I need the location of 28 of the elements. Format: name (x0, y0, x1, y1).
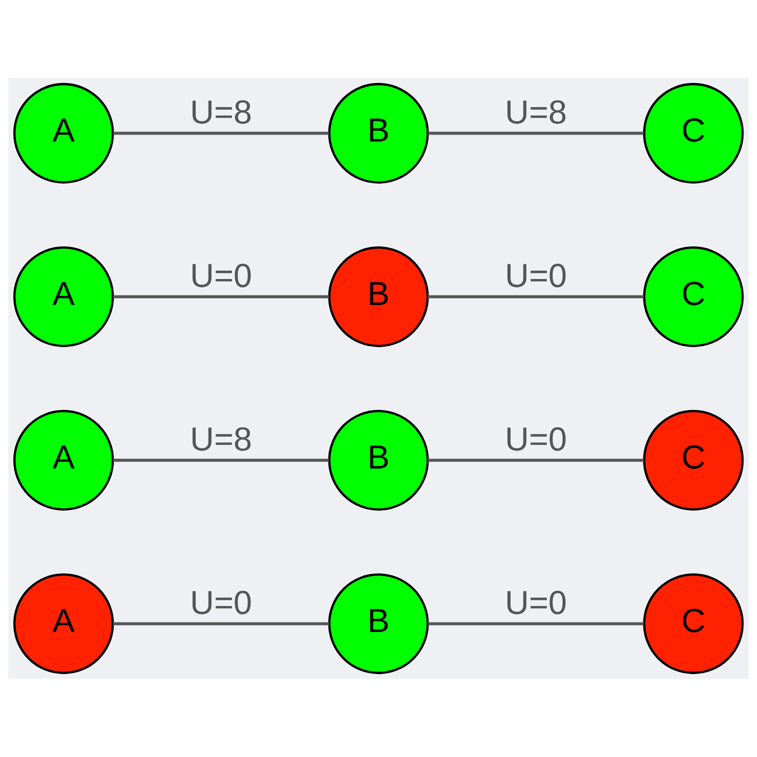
node-circle: A (13, 410, 114, 511)
connector (428, 132, 644, 135)
edge-label: U=8 (190, 94, 252, 132)
node-circle: B (328, 410, 429, 511)
edge-label: U=0 (190, 258, 252, 296)
edge-label: U=0 (504, 258, 567, 296)
connector (428, 458, 644, 462)
connector (113, 622, 329, 626)
node-circle: A (13, 246, 114, 348)
connector (113, 295, 329, 298)
connector (113, 458, 329, 462)
edge-label: U=0 (504, 585, 567, 622)
node-circle: C (643, 82, 744, 184)
node-circle: B (328, 82, 429, 184)
edge-label: U=8 (190, 422, 252, 459)
connector (428, 295, 644, 298)
connector (428, 622, 644, 626)
node-circle: A (13, 573, 114, 674)
node-circle: C (643, 573, 744, 674)
connector (113, 132, 329, 135)
node-circle: C (643, 246, 744, 348)
node-circle: A (13, 82, 114, 184)
node-circle: B (328, 246, 429, 348)
edge-label: U=8 (504, 94, 567, 132)
node-circle: B (328, 573, 429, 674)
edge-label: U=0 (504, 422, 567, 459)
node-circle: C (643, 410, 744, 511)
edge-label: U=0 (190, 585, 252, 622)
